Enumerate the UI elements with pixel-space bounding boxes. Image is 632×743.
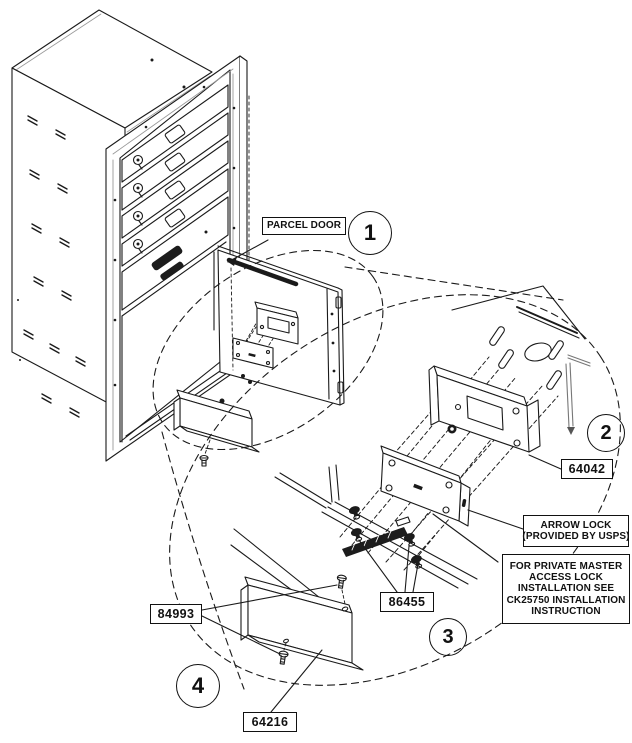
part-label-64216: 64216 — [243, 712, 297, 732]
cabinet-body — [11, 9, 213, 418]
screw — [278, 650, 289, 665]
usps-master-door — [121, 196, 229, 311]
part-label-64042: 64042 — [561, 459, 613, 479]
mini-arrow-lock — [232, 337, 274, 384]
usps-arrow-decal-icon — [151, 245, 183, 271]
part-label-84993: 84993 — [150, 604, 202, 624]
note-line4: CK25750 INSTALLATION — [506, 594, 626, 606]
leader-arrowhead — [228, 257, 237, 266]
step-circle-2: 2 — [587, 414, 625, 452]
mounting-studs — [489, 326, 564, 390]
keyhole-icon — [461, 499, 467, 508]
arrow-lock-label-line1: ARROW LOCK — [540, 519, 612, 531]
step-circle-4: 4 — [176, 664, 220, 708]
mini-screw — [199, 454, 209, 467]
hinge — [337, 381, 344, 394]
door-lock-icon — [132, 154, 144, 254]
cover-bracket-drawing — [240, 576, 364, 671]
private-master-note: FOR PRIVATE MASTER ACCESS LOCK INSTALLAT… — [502, 554, 630, 624]
note-line1: FOR PRIVATE MASTER — [509, 561, 623, 573]
note-line5: INSTRUCTION — [531, 605, 601, 617]
step-circle-3: 3 — [429, 618, 467, 656]
part-label-86455: 86455 — [380, 592, 434, 612]
detail-source-ellipse — [152, 249, 564, 690]
mini-lock-bracket — [239, 301, 299, 360]
screws-drawing — [278, 574, 347, 665]
lock-cam-bar — [342, 527, 408, 557]
leader-lines — [201, 239, 562, 713]
note-line3: INSTALLATION SEE — [517, 583, 615, 595]
usps-arrow-decal-icon — [160, 261, 184, 281]
note-line2: ACCESS LOCK — [529, 572, 603, 584]
hinge — [335, 296, 342, 309]
lock-bar — [226, 257, 299, 287]
door-card-window — [164, 124, 186, 228]
detail-bubble — [169, 294, 621, 686]
arrow-lock-drawing — [380, 445, 471, 527]
arrow-lock-label: ARROW LOCK (PROVIDED BY USPS) — [522, 515, 630, 547]
tenant-doors — [121, 84, 229, 311]
screw — [336, 574, 347, 589]
mini-cover-bracket — [173, 389, 260, 467]
parcel-door-open — [217, 245, 345, 406]
push-nut-fasteners — [348, 506, 423, 569]
vent-knockouts — [17, 115, 86, 418]
step-circle-1: 1 — [348, 211, 392, 255]
lock-bracket-drawing — [428, 365, 541, 453]
arrow-lock-label-line2: (PROVIDED BY USPS) — [522, 531, 630, 542]
parcel-door-label: PARCEL DOOR — [262, 217, 346, 235]
door-panel-studs — [451, 285, 591, 435]
